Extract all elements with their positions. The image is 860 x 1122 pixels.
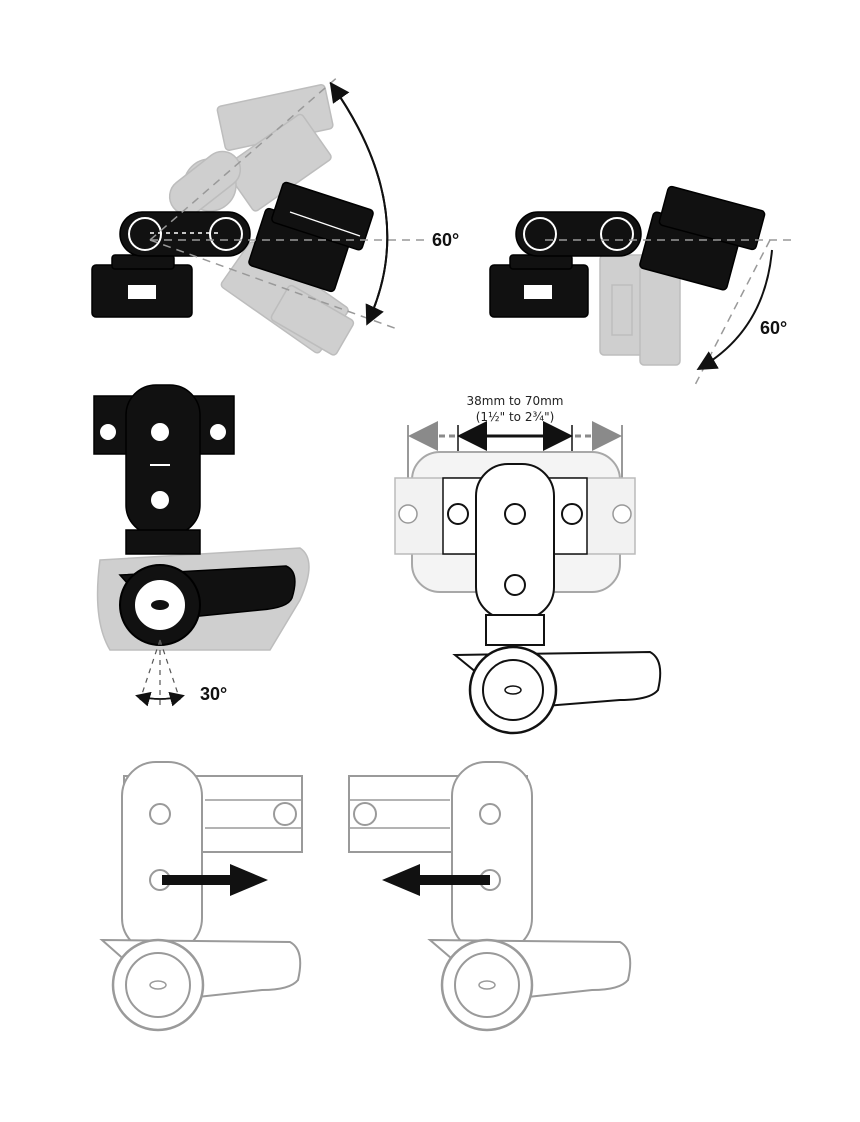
swivel-panel: 30° bbox=[93, 384, 310, 707]
slide-left-arrow bbox=[382, 864, 420, 896]
range-metric-label: 38mm to 70mm bbox=[467, 394, 564, 408]
upright-arm bbox=[125, 384, 201, 536]
base-slot bbox=[128, 285, 156, 299]
slide-left-panel bbox=[348, 761, 632, 1032]
range-imperial-label: (1½" to 2¾") bbox=[476, 410, 555, 424]
tilt-down-panel: 60° bbox=[489, 185, 795, 386]
ghost-head-down-2 bbox=[599, 254, 681, 366]
swivel-angle-label: 30° bbox=[200, 684, 227, 704]
tilt-range-panel: 60° bbox=[91, 74, 459, 356]
head-level bbox=[248, 181, 374, 293]
tilt-down-arc-arrow bbox=[696, 249, 773, 371]
tilt-down-angle-label: 60° bbox=[760, 318, 787, 338]
slide-right-panel bbox=[99, 761, 303, 1032]
tilt-up-angle-label: 60° bbox=[432, 230, 459, 250]
clamp-range-panel: 38mm to 70mm (1½" to 2¾") bbox=[394, 394, 662, 735]
slide-right-arrow bbox=[230, 864, 268, 896]
